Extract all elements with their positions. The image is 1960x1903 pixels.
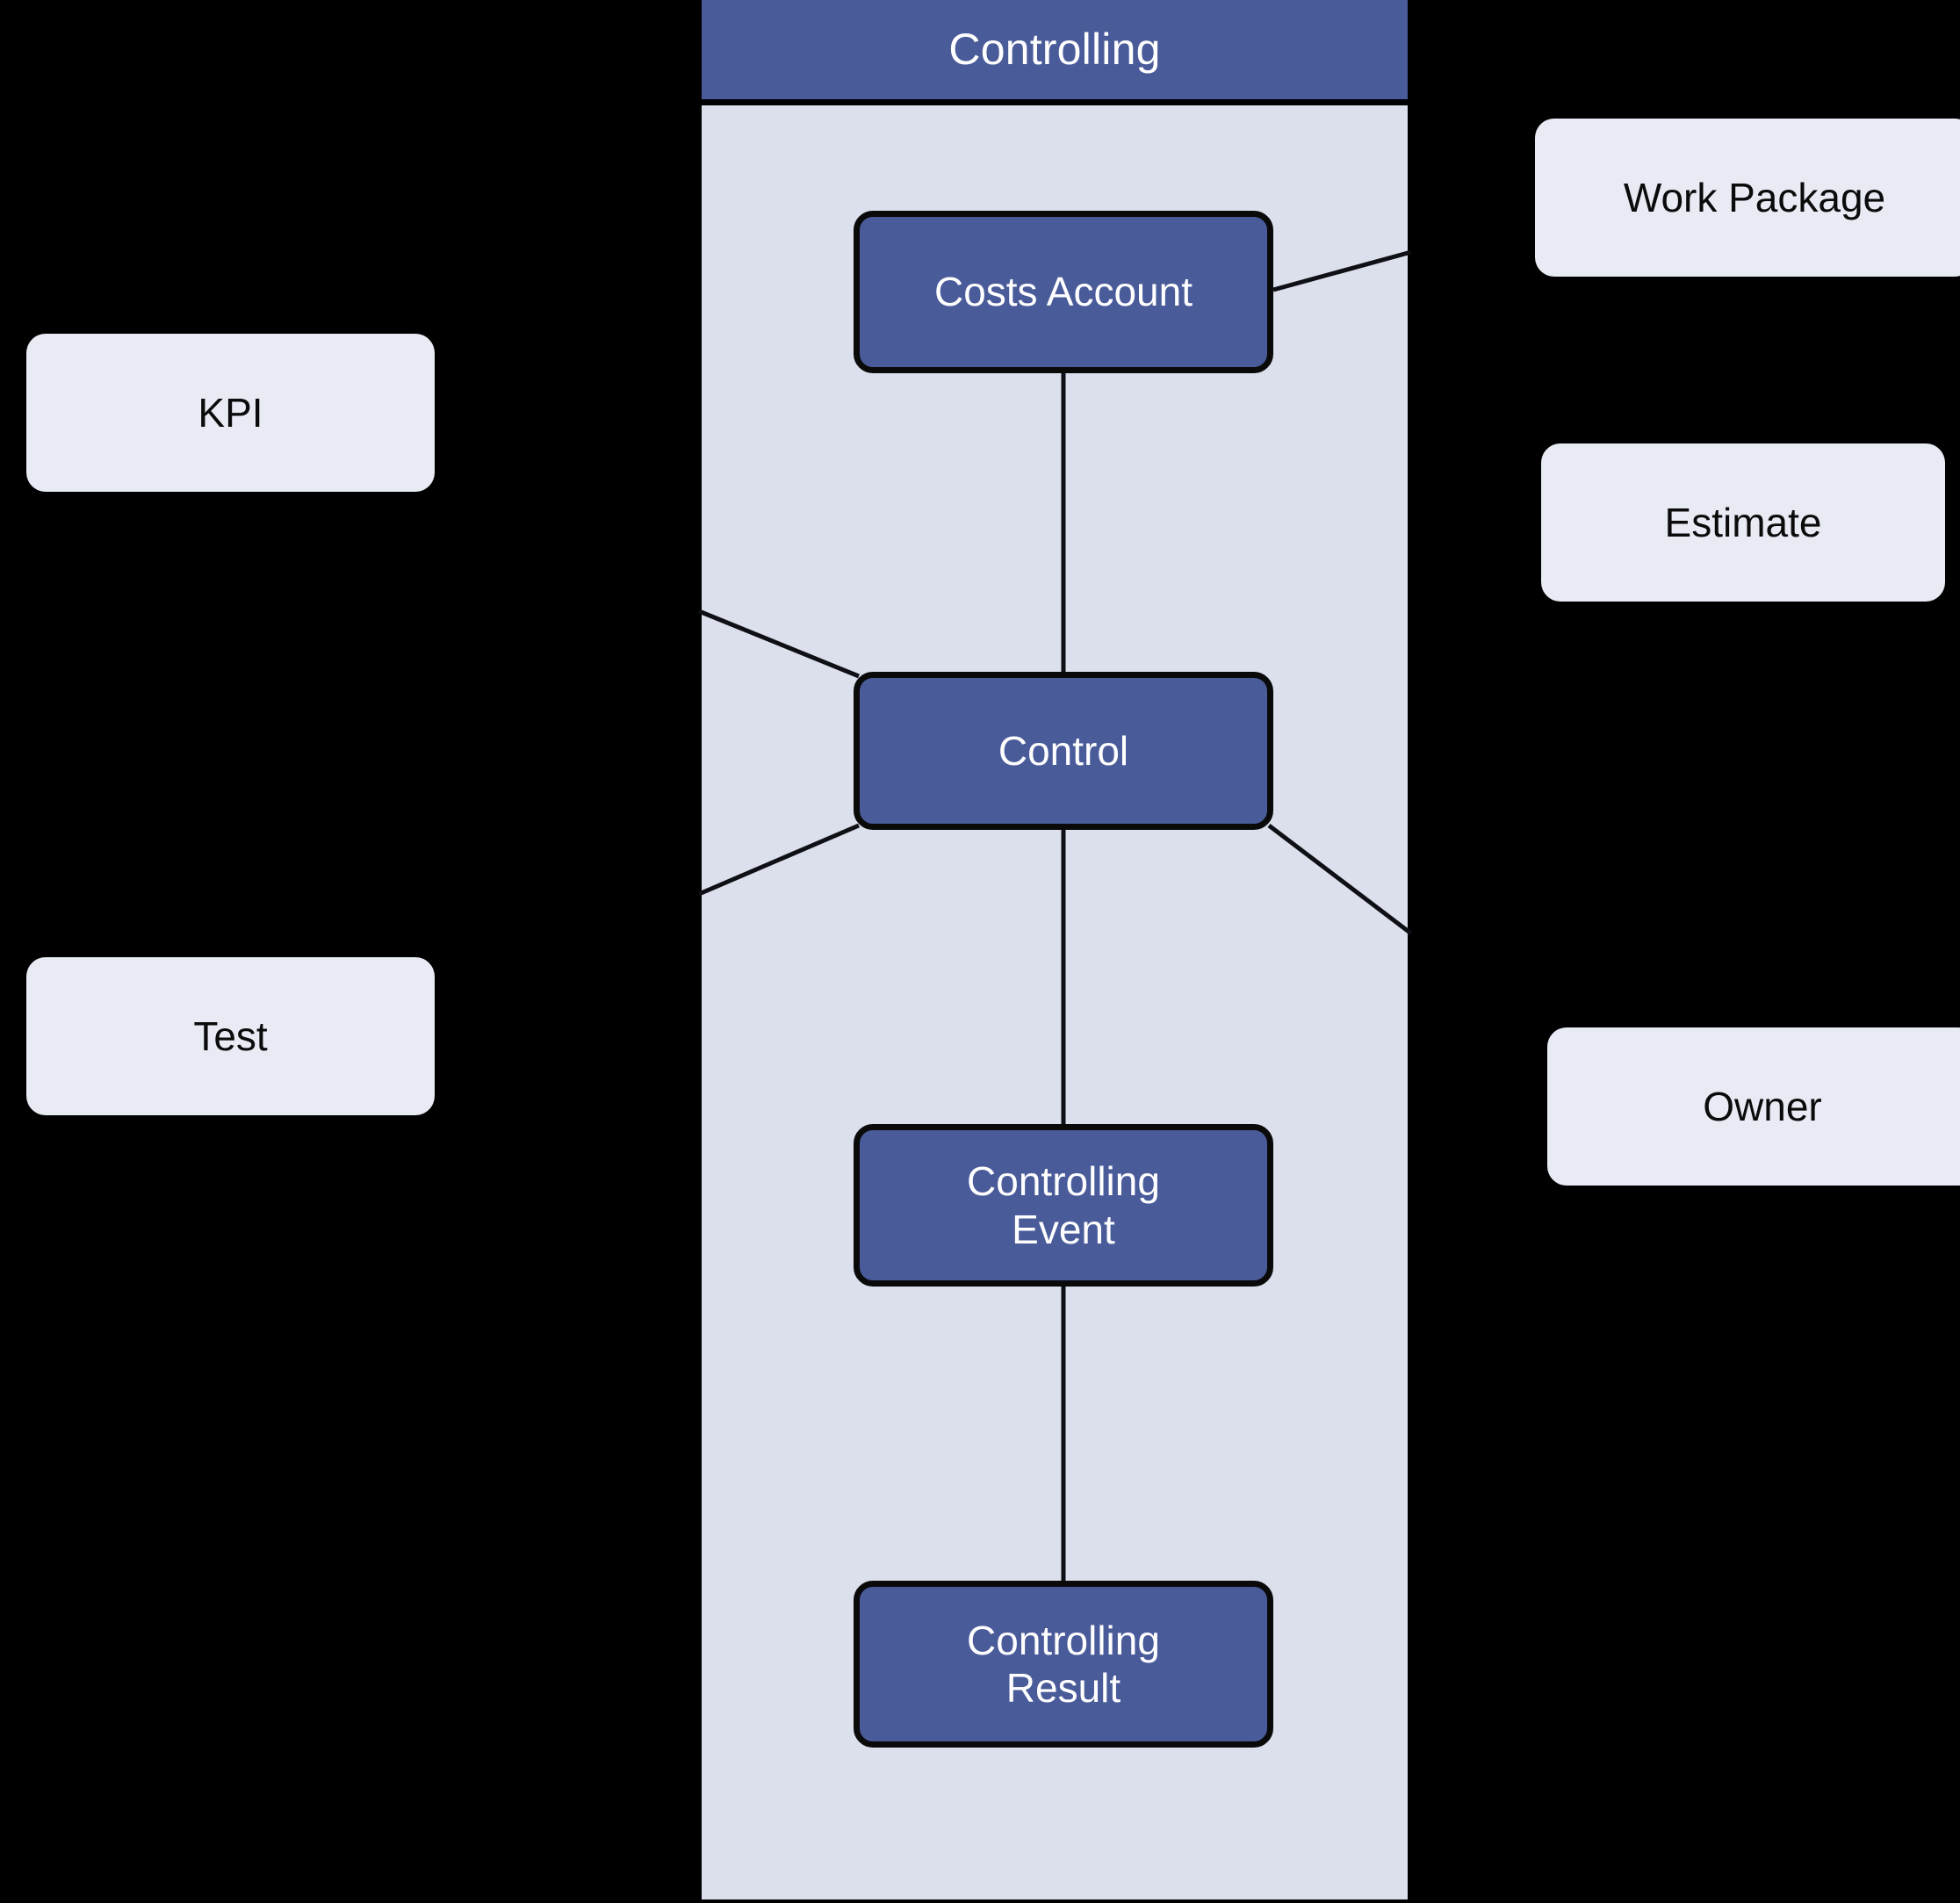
- node-costs-account[interactable]: Costs Account: [854, 211, 1273, 373]
- node-controlling-event[interactable]: Controlling Event: [854, 1124, 1273, 1287]
- node-kpi[interactable]: KPI: [26, 334, 435, 492]
- group-controlling-header: Controlling: [702, 0, 1408, 99]
- node-estimate[interactable]: Estimate: [1541, 443, 1945, 602]
- node-control[interactable]: Control: [854, 672, 1273, 830]
- node-work-package[interactable]: Work Package: [1535, 119, 1960, 277]
- node-test[interactable]: Test: [26, 957, 435, 1115]
- node-controlling-result[interactable]: Controlling Result: [854, 1581, 1273, 1748]
- node-owner[interactable]: Owner: [1547, 1027, 1960, 1186]
